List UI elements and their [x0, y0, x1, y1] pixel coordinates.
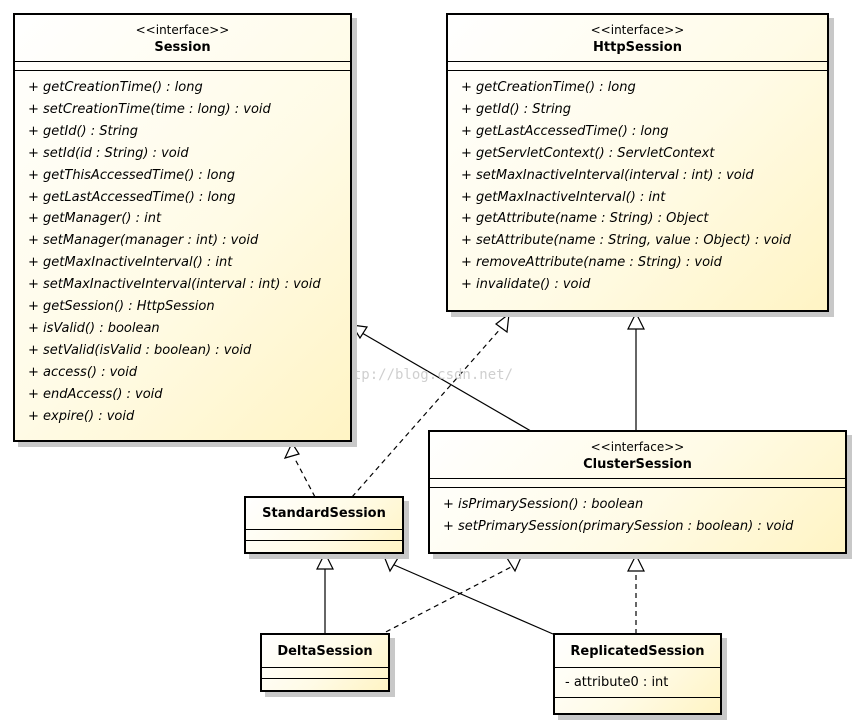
arrowhead-httpsession-realization	[494, 312, 510, 334]
session-attributes	[15, 62, 350, 71]
operation: + removeAttribute(name : String) : void	[461, 255, 722, 271]
attribute: - attribute0 : int	[565, 675, 669, 690]
operation: + getThisAccessedTime() : long	[28, 167, 235, 183]
arrowhead-session-generalization	[350, 324, 369, 340]
clustersession-interface[interactable]: <<interface>> ClusterSession + isPrimary…	[428, 430, 847, 554]
operation: + getCreationTime() : long	[28, 80, 203, 95]
operation: + endAccess() : void	[28, 386, 163, 402]
replicatedsession-attributes: - attribute0 : int	[555, 668, 720, 698]
realization-delta-cluster	[377, 564, 516, 637]
operation: + isPrimarySession() : boolean	[443, 497, 644, 512]
session-stereotype: <<interface>>	[135, 23, 230, 37]
replicatedsession-class[interactable]: ReplicatedSession - attribute0 : int	[553, 633, 722, 715]
operation: + setId(id : String) : void	[28, 145, 189, 161]
replicatedsession-header: ReplicatedSession	[555, 635, 720, 668]
deltasession-header: DeltaSession	[262, 635, 388, 668]
operation: + getManager() : int	[28, 211, 162, 227]
operation: + access() : void	[28, 364, 138, 380]
operation: + getCreationTime() : long	[461, 80, 636, 95]
httpsession-attributes	[448, 62, 827, 71]
httpsession-header: <<interface>> HttpSession	[448, 15, 827, 62]
operation: + setMaxInactiveInterval(interval : int)…	[461, 167, 754, 183]
operation: + getSession() : HttpSession	[28, 299, 215, 315]
operation: + setValid(isValid : boolean) : void	[28, 342, 252, 358]
httpsession-stereotype: <<interface>>	[590, 23, 685, 37]
clustersession-operations: + isPrimarySession() : boolean + setPrim…	[430, 488, 845, 542]
httpsession-operations: + getCreationTime() : long + getId() : S…	[448, 71, 827, 300]
arrowhead-cluster-replicated	[627, 553, 645, 572]
operation: + expire() : void	[28, 408, 135, 424]
operation: + getMaxInactiveInterval() : int	[461, 189, 666, 205]
operation: + getId() : String	[461, 101, 572, 117]
operation: + setManager(manager : int) : void	[28, 233, 259, 249]
watermark: http://blog.csdn.net/	[336, 367, 514, 383]
arrowhead-httpsession-generalization	[627, 311, 645, 330]
arrowhead-standard-delta	[316, 551, 334, 570]
httpsession-name: HttpSession	[593, 40, 682, 55]
operation: + getId() : String	[28, 123, 139, 139]
replicatedsession-name: ReplicatedSession	[570, 644, 705, 659]
operation: + setMaxInactiveInterval(interval : int)…	[28, 277, 321, 293]
operation: + getMaxInactiveInterval() : int	[28, 255, 233, 271]
clustersession-stereotype: <<interface>>	[590, 440, 685, 454]
operation: + setAttribute(name : String, value : Ob…	[461, 233, 791, 249]
operation: + getLastAccessedTime() : long	[28, 189, 236, 205]
operation: + getLastAccessedTime() : long	[461, 123, 669, 139]
operation: + getServletContext() : ServletContext	[461, 145, 715, 161]
arrowhead-cluster-delta	[506, 554, 524, 573]
arrowhead-session-realization	[283, 441, 300, 459]
session-interface[interactable]: <<interface>> Session + getCreationTime(…	[13, 13, 352, 442]
generalization-cluster-session	[361, 332, 537, 435]
deltasession-name: DeltaSession	[277, 644, 373, 659]
standardsession-name: StandardSession	[262, 506, 386, 521]
standardsession-class[interactable]: StandardSession	[244, 496, 404, 554]
httpsession-interface[interactable]: <<interface>> HttpSession + getCreationT…	[446, 13, 829, 312]
operation: + isValid() : boolean	[28, 320, 160, 336]
session-header: <<interface>> Session	[15, 15, 350, 62]
standardsession-attributes	[246, 530, 402, 541]
deltasession-class[interactable]: DeltaSession	[260, 633, 390, 692]
deltasession-attributes	[262, 668, 388, 679]
generalization-replicated-standard	[391, 563, 554, 635]
operation: + setCreationTime(time : long) : void	[28, 101, 271, 117]
realization-standard-httpsession	[351, 326, 503, 498]
clustersession-attributes	[430, 479, 845, 488]
replicatedsession-operations	[555, 698, 720, 704]
clustersession-name: ClusterSession	[583, 457, 692, 472]
arrowhead-standard-replicated	[383, 555, 399, 573]
operation: + getAttribute(name : String) : Object	[461, 211, 709, 227]
standardsession-header: StandardSession	[246, 498, 402, 530]
session-name: Session	[154, 40, 211, 55]
deltasession-operations	[262, 679, 388, 687]
realization-standard-session	[294, 458, 316, 498]
standardsession-operations	[246, 541, 402, 549]
operation: + setPrimarySession(primarySession : boo…	[443, 518, 794, 534]
operation: + invalidate() : void	[461, 277, 591, 293]
session-operations: + getCreationTime() : long + setCreation…	[15, 71, 350, 432]
clustersession-header: <<interface>> ClusterSession	[430, 432, 845, 479]
